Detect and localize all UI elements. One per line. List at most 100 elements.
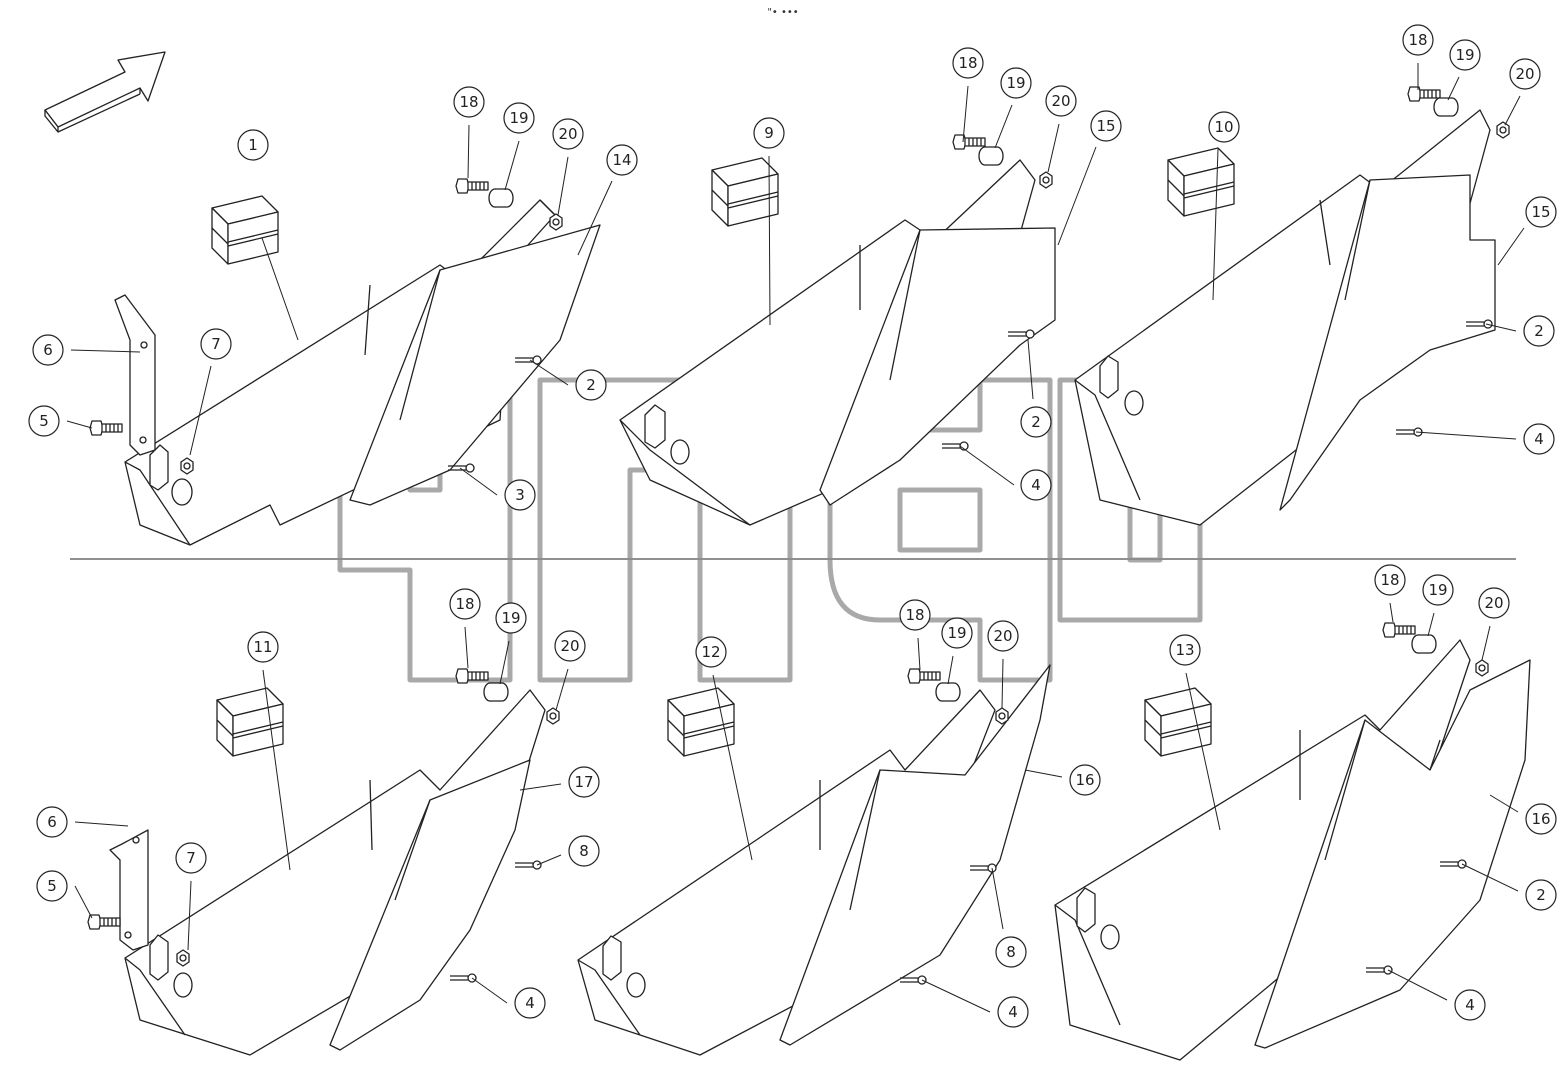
leader-line <box>1185 672 1221 831</box>
callout-19: 19 <box>1422 574 1454 606</box>
callout-4: 4 <box>997 996 1029 1028</box>
callout-label: 3 <box>515 486 525 504</box>
callout-circle <box>1020 406 1052 438</box>
callout-label: 20 <box>993 627 1012 645</box>
callout-label: 2 <box>1031 413 1041 431</box>
callout-11: 11 <box>247 631 279 663</box>
leader-line <box>1001 658 1004 709</box>
callout-circle <box>1169 634 1201 666</box>
callout-circle <box>899 599 931 631</box>
callout-8: 8 <box>568 835 600 867</box>
callout-label: 4 <box>1008 1003 1018 1021</box>
callout-label: 4 <box>1031 476 1041 494</box>
leader-line <box>1212 148 1219 301</box>
leader-line <box>1389 602 1394 623</box>
callout-label: 19 <box>1006 74 1025 92</box>
callout-2: 2 <box>1525 879 1557 911</box>
callout-circle <box>36 806 68 838</box>
callout-9: 9 <box>753 117 785 149</box>
leader-line <box>1504 95 1521 126</box>
callout-label: 18 <box>958 54 977 72</box>
leader-line <box>504 140 520 191</box>
callout-2: 2 <box>575 369 607 401</box>
callout-4: 4 <box>1523 423 1555 455</box>
callout-label: 19 <box>501 609 520 627</box>
leader-line <box>459 467 498 496</box>
callout-label: 9 <box>764 124 774 142</box>
leader-line <box>529 359 569 386</box>
callout-circle <box>36 870 68 902</box>
leader-line <box>499 640 510 685</box>
callout-circle <box>1045 85 1077 117</box>
callout-label: 7 <box>186 849 196 867</box>
callout-circle <box>200 328 232 360</box>
callout-18: 18 <box>899 599 931 631</box>
callout-4: 4 <box>1454 989 1486 1021</box>
callout-1: 1 <box>237 129 269 161</box>
leader-line <box>712 674 753 861</box>
leader-line <box>464 626 469 669</box>
callout-circle <box>495 602 527 634</box>
callout-circle <box>1523 423 1555 455</box>
callout-circle <box>28 405 60 437</box>
leader-line <box>991 867 1004 930</box>
callout-6: 6 <box>36 806 68 838</box>
callout-2: 2 <box>1523 315 1555 347</box>
callout-circle <box>32 334 64 366</box>
callout-2: 2 <box>1020 406 1052 438</box>
leader-line <box>1387 969 1448 1001</box>
callout-4: 4 <box>514 987 546 1019</box>
callout-12: 12 <box>695 636 727 668</box>
callout-19: 19 <box>941 617 973 649</box>
leader-line <box>74 885 93 919</box>
leader-line <box>1415 431 1517 440</box>
callout-circle <box>568 835 600 867</box>
leader-line <box>189 365 212 456</box>
leader-line <box>555 668 569 711</box>
leader-line <box>187 880 192 951</box>
callout-label: 17 <box>574 773 593 791</box>
callout-label: 18 <box>1408 31 1427 49</box>
callout-circle <box>575 369 607 401</box>
callout-label: 6 <box>43 341 53 359</box>
callout-circle <box>503 102 535 134</box>
callout-3: 3 <box>504 479 536 511</box>
callout-label: 11 <box>253 638 272 656</box>
callout-label: 6 <box>47 813 57 831</box>
callout-17: 17 <box>568 766 600 798</box>
callout-8: 8 <box>995 936 1027 968</box>
leader-line <box>1481 625 1491 661</box>
callout-label: 7 <box>211 335 221 353</box>
callout-label: 20 <box>1484 594 1503 612</box>
leader-line <box>947 655 954 685</box>
callout-circle <box>247 631 279 663</box>
leader-line <box>70 349 141 353</box>
callout-label: 16 <box>1531 810 1550 828</box>
callout-label: 19 <box>509 109 528 127</box>
leader-line <box>577 180 613 256</box>
callout-circle <box>1069 764 1101 796</box>
callout-circle <box>1478 587 1510 619</box>
callout-circle <box>1374 564 1406 596</box>
callout-circle <box>1020 469 1052 501</box>
callout-circle <box>1525 196 1557 228</box>
leader-line <box>467 124 470 179</box>
callout-circle <box>1525 879 1557 911</box>
callout-label: 15 <box>1531 203 1550 221</box>
callout-20: 20 <box>552 118 584 150</box>
callout-label: 13 <box>1175 641 1194 659</box>
callout-label: 2 <box>586 376 596 394</box>
callout-circle <box>695 636 727 668</box>
callout-circle <box>1090 110 1122 142</box>
leader-line <box>262 669 291 871</box>
callout-label: 8 <box>1006 943 1016 961</box>
callout-20: 20 <box>1478 587 1510 619</box>
callout-label: 20 <box>1051 92 1070 110</box>
callout-circle <box>554 630 586 662</box>
callout-18: 18 <box>453 86 485 118</box>
callout-label: 4 <box>1465 996 1475 1014</box>
callout-circle <box>952 47 984 79</box>
callout-circle <box>1525 803 1557 835</box>
